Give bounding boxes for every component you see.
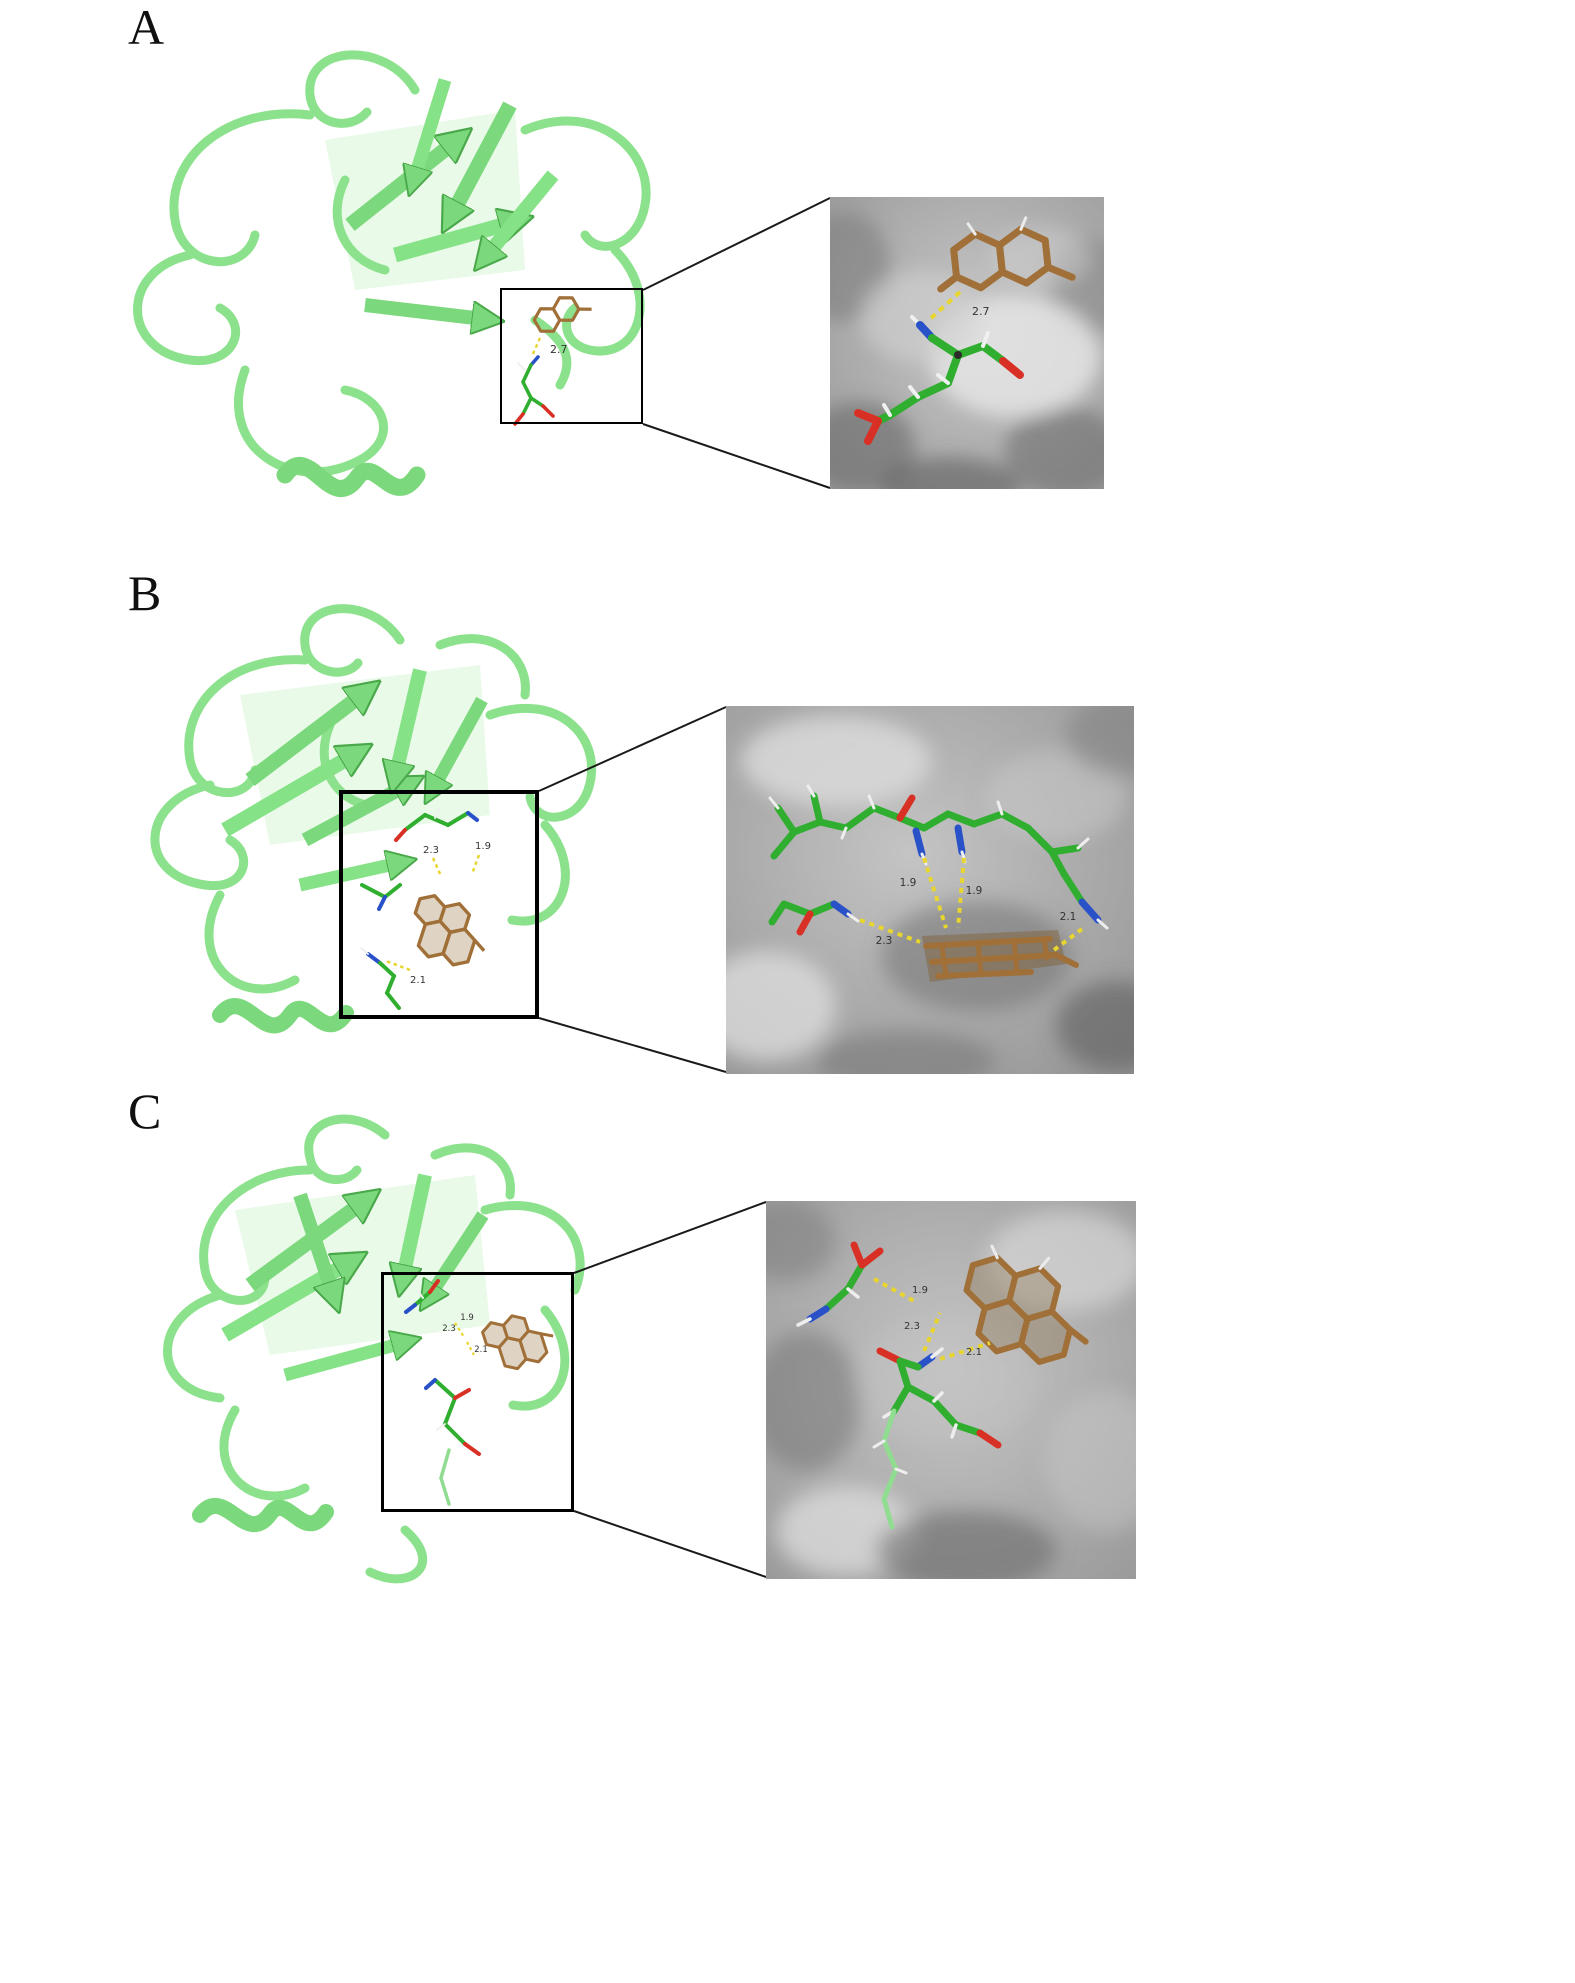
zoom-box-b	[339, 790, 539, 1019]
distance-label: 2.1	[410, 975, 426, 986]
ligand-main-a	[532, 296, 592, 333]
ligand-inset-c	[963, 1244, 1089, 1366]
ligand-inset-b	[922, 930, 1079, 982]
inset-a: 2.7	[800, 197, 1130, 517]
protein-strands-a	[345, 78, 559, 318]
residues-inset-b	[768, 784, 1109, 936]
residue-top-left-c	[796, 1241, 884, 1327]
distance-label: 1.9	[900, 877, 917, 889]
distance-label: 2.1	[1060, 911, 1077, 923]
distance-label: 2.3	[423, 845, 439, 856]
protein-helix-a	[276, 457, 426, 497]
distance-label: 1.9	[460, 1313, 474, 1323]
protein-helix-c	[192, 1497, 334, 1533]
inset-c: 1.9 2.3 2.1	[736, 1201, 1166, 1591]
distance-label: 2.7	[550, 343, 568, 356]
distance-label: 2.3	[876, 935, 893, 947]
protein-loops-b	[150, 604, 597, 994]
distance-label: 2.3	[904, 1321, 920, 1332]
panel-b-label: B	[128, 565, 162, 621]
protein-strands-b	[221, 668, 488, 892]
zoom-box-a	[500, 288, 643, 424]
residue-bottom-c	[872, 1347, 1002, 1530]
ligand-main-b	[413, 894, 486, 967]
protein-cartoon-b: 2.3 1.9 2.1	[150, 604, 597, 1034]
protein-loops-c	[163, 1114, 585, 1584]
binding-site-view-a: 2.7	[800, 197, 1130, 517]
distance-label: 1.9	[475, 841, 491, 852]
distance-label: 2.1	[474, 1345, 488, 1355]
connector-line-c-bottom	[573, 1510, 767, 1578]
distance-label: 2.3	[442, 1324, 456, 1334]
protein-cartoon-c: 2.3 1.9 2.1	[163, 1114, 585, 1584]
protein-loops-a	[133, 50, 651, 477]
connector-line-b-bottom	[538, 1017, 727, 1073]
hbonds-inset-c	[873, 1277, 991, 1361]
protein-strands-c	[221, 1173, 489, 1382]
hbonds-inset-b	[859, 857, 1088, 952]
hbond-main-a	[530, 337, 542, 357]
binding-site-view-c: 1.9 2.3 2.1	[736, 1201, 1166, 1591]
binding-site-main-a: 2.7	[513, 296, 592, 426]
residues-main-b	[360, 808, 479, 1010]
distance-label: 2.1	[966, 1347, 982, 1358]
connector-line-b-top	[538, 706, 727, 792]
connector-line-a-bottom	[642, 423, 831, 489]
surface-shading-c	[736, 1201, 1166, 1591]
distance-label: 2.7	[972, 305, 990, 318]
hbond-inset-a	[928, 290, 962, 321]
binding-site-main-c: 2.3 1.9 2.1	[404, 1279, 554, 1506]
ligand-inset-a	[937, 216, 1076, 293]
hbonds-main-c	[454, 1322, 475, 1356]
hbonds-main-b	[385, 854, 481, 972]
ligand-main-c	[481, 1314, 554, 1371]
protein-helix-b	[212, 998, 354, 1034]
binding-site-main-b: 2.3 1.9 2.1	[360, 808, 491, 1010]
panel-a-label: A	[128, 0, 165, 55]
distance-label: 1.9	[966, 885, 983, 897]
binding-site-view-b: 1.9 1.9 2.3 2.1	[696, 696, 1176, 1091]
residues-main-c	[404, 1279, 481, 1506]
inset-b: 1.9 1.9 2.3 2.1	[696, 696, 1176, 1091]
distance-label: 1.9	[912, 1285, 928, 1296]
residue-inset-a	[854, 315, 1024, 445]
zoom-box-c	[381, 1272, 574, 1512]
connector-line-c-top	[573, 1201, 767, 1274]
connector-line-a-top	[642, 197, 831, 291]
panel-c-label: C	[128, 1083, 162, 1139]
protein-cartoon-a: 2.7	[133, 50, 651, 497]
